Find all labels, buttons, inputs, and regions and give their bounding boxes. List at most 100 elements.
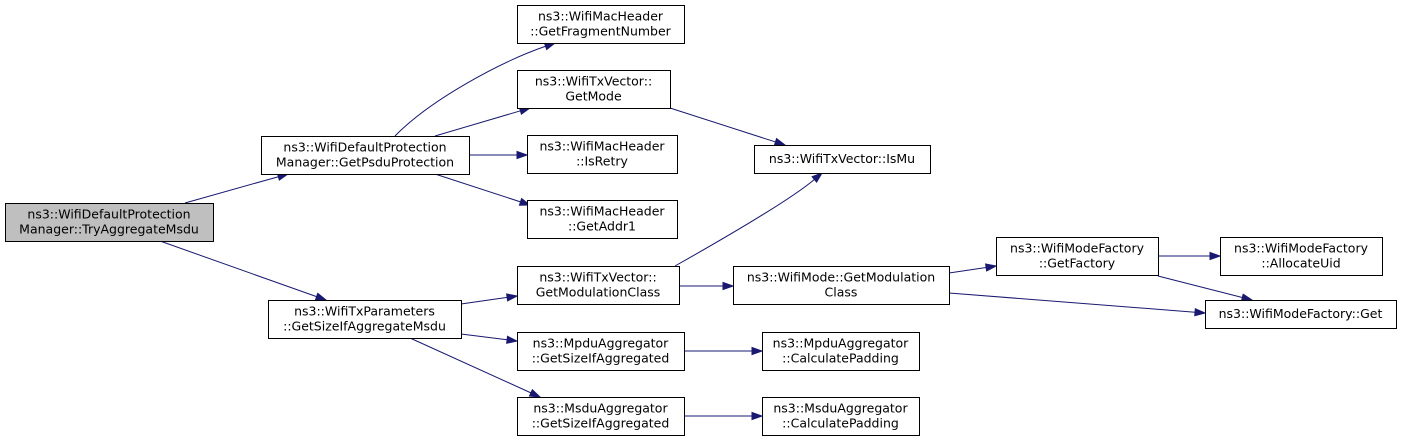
node-box (527, 200, 678, 239)
edge-line (184, 176, 279, 204)
edge-get-mode-to-is-mu (669, 107, 787, 146)
node-label-line: ::GetSizeIfAggregateMsdu (283, 319, 446, 334)
node-label-line: Manager::GetPsduProtection (276, 155, 454, 170)
node-get-mode[interactable]: ns3::WifiTxVector::GetMode (517, 70, 671, 109)
node-label-line: ::CalculatePadding (782, 416, 899, 431)
node-label-line: ns3::WifiTxVector::IsMu (769, 151, 915, 166)
node-label-line: ns3::WifiDefaultProtection (283, 140, 446, 155)
node-label-line: ns3::MsduAggregator (533, 401, 668, 416)
arrowhead-icon (1209, 251, 1222, 261)
arrowhead-icon (506, 293, 519, 302)
node-label-line: ::GetFactory (1039, 256, 1116, 271)
node-box (517, 397, 685, 436)
node-box (762, 397, 920, 436)
node-label-line: ::IsRetry (576, 154, 628, 169)
node-label-line: ::GetSizeIfAggregated (532, 416, 670, 431)
node-label-line: ::GetSizeIfAggregated (532, 351, 670, 366)
node-is-retry[interactable]: ns3::WifiMacHeader::IsRetry (527, 135, 678, 174)
arrowhead-icon (516, 150, 529, 160)
edge-tx-get-modulation-class-to-is-mu (674, 172, 824, 267)
node-msdu-padding[interactable]: ns3::MsduAggregator::CalculatePadding (762, 397, 920, 436)
node-label-line: Class (825, 285, 858, 300)
node-get-size-if-aggregate-msdu[interactable]: ns3::WifiTxParameters::GetSizeIfAggregat… (268, 300, 462, 339)
node-box (1205, 300, 1397, 329)
node-get-factory[interactable]: ns3::WifiModeFactory::GetFactory (996, 237, 1159, 276)
node-label-line: ::CalculatePadding (782, 351, 899, 366)
arrowhead-icon (984, 263, 998, 272)
edge-get-size-if-aggregate-msdu-to-msdu-get-size (409, 337, 542, 398)
node-box (5, 203, 214, 242)
node-label-line: ns3::WifiTxVector:: (535, 74, 652, 89)
node-label-line: ns3::WifiMacHeader (538, 9, 664, 24)
edge-line (1157, 275, 1243, 299)
edges-layer (159, 42, 1254, 421)
node-label-line: GetMode (565, 89, 622, 104)
nodes-layer: ns3::WifiDefaultProtectionManager::TryAg… (5, 5, 1397, 436)
node-label-line: ns3::WifiTxParameters (294, 304, 435, 319)
edge-line (460, 333, 508, 341)
node-label-line: Manager::TryAggregateMsdu (19, 222, 199, 237)
node-label-line: ns3::WifiMacHeader (539, 204, 665, 219)
node-get-psdu-protection[interactable]: ns3::WifiDefaultProtectionManager::GetPs… (261, 136, 470, 175)
arrowhead-icon (811, 172, 824, 183)
node-box (517, 266, 680, 305)
node-mpdu-padding[interactable]: ns3::MpduAggregator::CalculatePadding (762, 332, 920, 371)
edge-tx-get-modulation-class-to-mode-get-modulation-class (679, 281, 735, 291)
node-box (268, 300, 462, 339)
node-box (754, 145, 931, 174)
node-box (733, 266, 950, 305)
edge-line (434, 110, 521, 137)
node-root[interactable]: ns3::WifiDefaultProtectionManager::TryAg… (5, 203, 214, 242)
node-get-fragment-number[interactable]: ns3::WifiMacHeader::GetFragmentNumber (517, 5, 685, 44)
node-label-line: ns3::MpduAggregator (773, 336, 910, 351)
node-msdu-get-size[interactable]: ns3::MsduAggregator::GetSizeIfAggregated (517, 397, 685, 436)
node-box (517, 332, 685, 371)
node-label-line: ::GetAddr1 (568, 219, 636, 234)
node-label-line: ::GetFragmentNumber (530, 24, 671, 39)
node-box (517, 5, 685, 44)
edge-mode-get-modulation-class-to-get-factory (948, 263, 998, 274)
edge-get-factory-to-factory-get (1157, 275, 1254, 302)
edge-line (409, 337, 532, 394)
arrowhead-icon (722, 281, 735, 291)
edge-msdu-get-size-to-msdu-padding (684, 411, 764, 421)
arrowhead-icon (773, 137, 787, 146)
edge-line (948, 292, 1196, 313)
node-mpdu-get-size[interactable]: ns3::MpduAggregator::GetSizeIfAggregated (517, 332, 685, 371)
node-tx-get-modulation-class[interactable]: ns3::WifiTxVector::GetModulationClass (517, 266, 680, 305)
node-label-line: ns3::MsduAggregator (773, 401, 908, 416)
edge-root-to-get-size-if-aggregate-msdu (159, 240, 328, 301)
edge-get-factory-to-allocate-uid (1158, 251, 1222, 261)
node-mode-get-modulation-class[interactable]: ns3::WifiMode::GetModulationClass (733, 266, 950, 305)
node-box (527, 135, 678, 174)
node-label-line: GetModulationClass (536, 285, 661, 300)
node-label-line: ns3::WifiModeFactory::Get (1219, 306, 1383, 321)
node-label-line: ns3::WifiTxVector:: (539, 270, 656, 285)
edge-line (948, 266, 987, 274)
node-is-mu[interactable]: ns3::WifiTxVector::IsMu (754, 145, 931, 174)
edge-get-psdu-protection-to-get-addr1 (434, 173, 532, 206)
node-factory-get[interactable]: ns3::WifiModeFactory::Get (1205, 300, 1397, 329)
node-box (517, 70, 671, 109)
node-box (996, 237, 1159, 276)
arrowhead-icon (506, 335, 519, 344)
node-get-addr1[interactable]: ns3::WifiMacHeader::GetAddr1 (527, 200, 678, 239)
edge-mode-get-modulation-class-to-factory-get (948, 292, 1207, 317)
node-label-line: ns3::WifiDefaultProtection (27, 207, 190, 222)
arrowhead-icon (751, 411, 764, 421)
arrowhead-icon (751, 346, 764, 356)
edge-get-size-if-aggregate-msdu-to-tx-get-modulation-class (460, 293, 519, 305)
edge-mpdu-get-size-to-mpdu-padding (684, 346, 764, 356)
node-label-line: ns3::WifiModeFactory (1234, 241, 1369, 256)
node-label-line: ::AllocateUid (1261, 256, 1340, 271)
edge-line (669, 107, 776, 143)
arrowhead-icon (528, 388, 542, 398)
node-allocate-uid[interactable]: ns3::WifiModeFactory::AllocateUid (1220, 237, 1383, 276)
arrowhead-icon (1240, 293, 1254, 302)
node-label-line: ns3::WifiMode::GetModulation (747, 270, 935, 285)
edge-line (460, 296, 508, 305)
arrowhead-icon (314, 292, 328, 301)
edge-get-psdu-protection-to-is-retry (469, 150, 529, 160)
arrowhead-icon (1194, 307, 1207, 317)
